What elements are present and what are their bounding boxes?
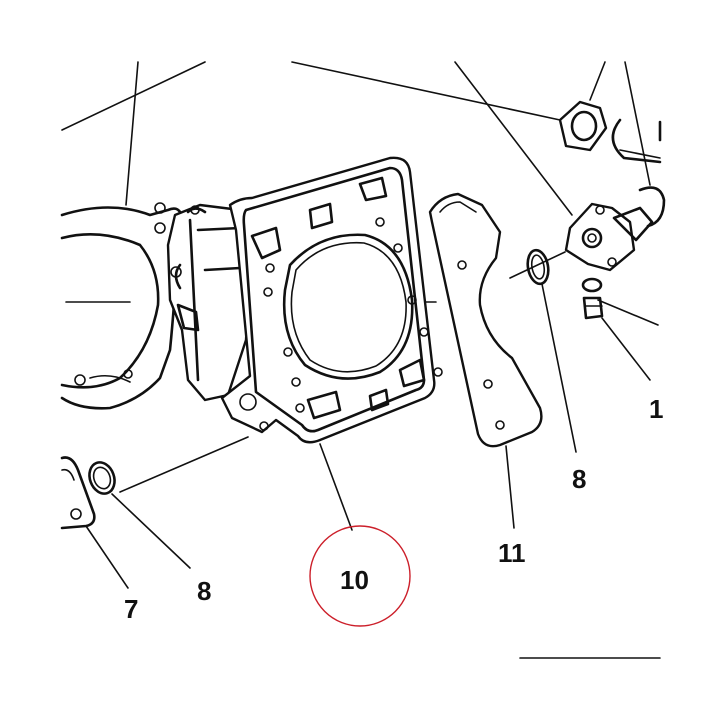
- callout-leaders: [85, 283, 577, 589]
- leader-lines: [61, 61, 661, 493]
- callout-8-left: 8: [197, 576, 211, 606]
- callout-8-right: 8: [572, 464, 586, 494]
- highlight-ring: [309, 525, 411, 627]
- callout-1-partial: 1: [649, 394, 663, 424]
- callout-11: 11: [498, 538, 526, 568]
- gasket-part-10: [220, 156, 443, 444]
- flange-part-7: [60, 456, 96, 530]
- cylinder-head-left: [60, 202, 184, 410]
- callout-7: 7: [124, 594, 138, 624]
- plate-part-11: [428, 192, 543, 448]
- flange-fitting-right: [564, 186, 666, 272]
- screw-and-washer-right: [581, 277, 604, 320]
- o-ring-part-8-right: [526, 248, 550, 286]
- callout-10: 10: [340, 565, 369, 595]
- o-ring-part-8-left: [88, 461, 116, 495]
- nut-top-right: [558, 100, 662, 164]
